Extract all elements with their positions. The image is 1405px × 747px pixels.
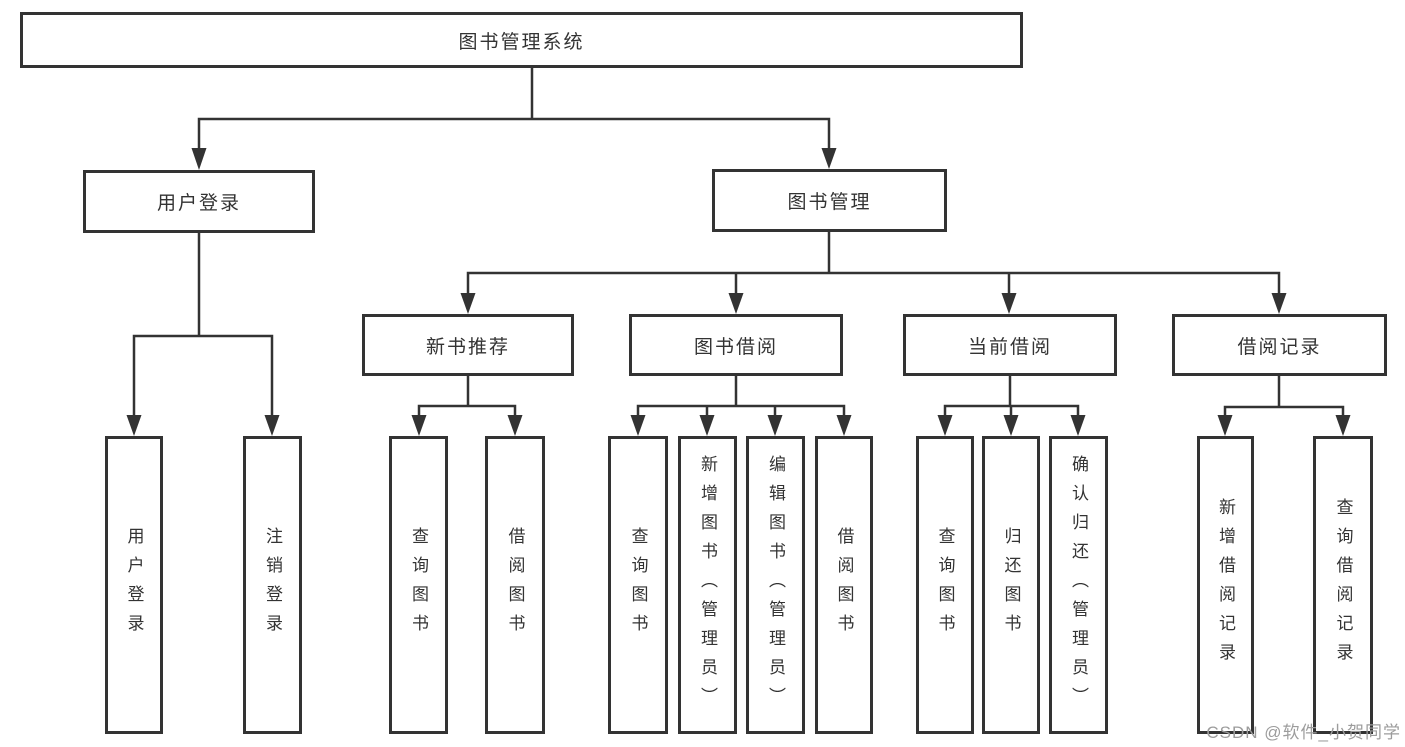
leaf-logout: 注销登录	[243, 436, 302, 734]
node-book-borrowing: 图书借阅	[629, 314, 843, 376]
leaf-label: 新增借阅记录	[1216, 498, 1235, 672]
leaf-label: 归还图书	[1001, 527, 1021, 643]
leaf-label: 用户登录	[124, 527, 144, 643]
leaf-bb-borrow-books: 借阅图书	[815, 436, 873, 734]
node-label: 图书管理系统	[458, 31, 585, 53]
leaf-label: 注销登录	[263, 527, 282, 643]
leaf-bb-add-books-admin: 新增图书（管理员）	[678, 436, 737, 734]
node-label: 借阅记录	[1237, 336, 1322, 358]
leaf-cb-query-books: 查询图书	[916, 436, 974, 734]
leaf-cb-confirm-return-admin: 确认归还（管理员）	[1049, 436, 1108, 734]
node-label: 当前借阅	[967, 336, 1052, 358]
leaf-label: 查询图书	[409, 527, 428, 643]
csdn-watermark: CSDN @软件_小贺同学	[1206, 723, 1401, 742]
leaf-bb-query-books: 查询图书	[608, 436, 668, 734]
leaf-nb-borrow-books: 借阅图书	[485, 436, 545, 734]
node-label: 新书推荐	[425, 336, 510, 358]
node-library-management-system: 图书管理系统	[20, 12, 1023, 68]
leaf-user-login: 用户登录	[105, 436, 163, 734]
leaf-br-query-record: 查询借阅记录	[1313, 436, 1373, 734]
leaf-label: 借阅图书	[505, 527, 525, 643]
leaf-label: 新增图书（管理员）	[698, 454, 717, 716]
leaf-nb-query-books: 查询图书	[389, 436, 448, 734]
leaf-label: 查询图书	[935, 527, 955, 643]
node-label: 图书管理	[787, 192, 872, 213]
node-label: 图书借阅	[693, 336, 778, 358]
node-borrowing-records: 借阅记录	[1172, 314, 1387, 376]
node-user-login: 用户登录	[83, 170, 315, 233]
node-book-management: 图书管理	[712, 169, 947, 232]
node-new-book-recommend: 新书推荐	[362, 314, 574, 376]
leaf-label: 编辑图书（管理员）	[766, 454, 785, 716]
leaf-label: 借阅图书	[834, 527, 854, 643]
leaf-br-add-record: 新增借阅记录	[1197, 436, 1254, 734]
leaf-label: 查询图书	[628, 527, 648, 643]
leaf-label: 确认归还（管理员）	[1069, 454, 1088, 716]
node-current-borrowing: 当前借阅	[903, 314, 1117, 376]
leaf-bb-edit-books-admin: 编辑图书（管理员）	[746, 436, 805, 734]
node-label: 用户登录	[156, 193, 241, 214]
leaf-cb-return-books: 归还图书	[982, 436, 1040, 734]
leaf-label: 查询借阅记录	[1333, 498, 1353, 672]
